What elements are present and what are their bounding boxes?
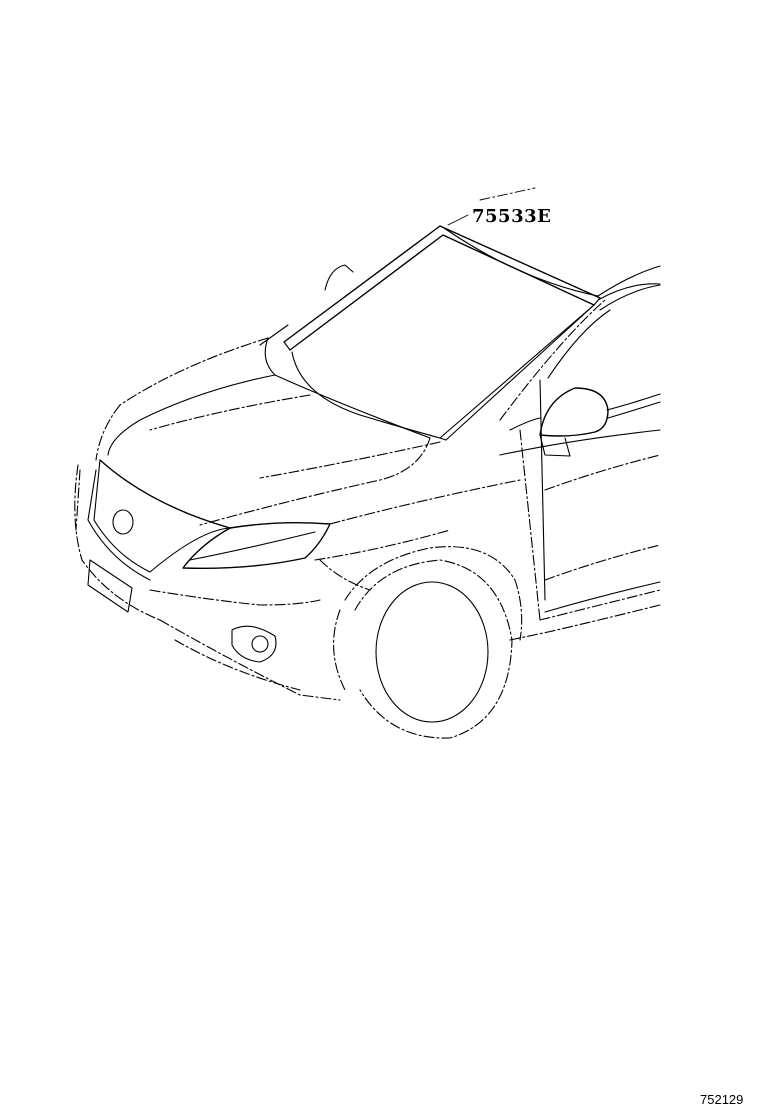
fog-light [231,625,277,663]
front-wheel [354,559,513,739]
rocker-panel [509,604,661,641]
leader-line [447,187,536,226]
hood [95,324,441,526]
wiper-pivot-shape [324,264,354,291]
front-fender [314,479,523,691]
roof-and-pillar [443,227,661,421]
side-window [547,284,661,379]
headlight [182,521,331,569]
front-door [499,379,661,621]
cowl [291,351,441,439]
part-number-label: 75533E [472,206,552,227]
windshield-moulding [283,225,601,441]
diagram-id-label: 752129 [700,1092,744,1107]
front-grille [75,459,231,581]
side-mirror [509,387,609,457]
front-bumper [74,464,341,701]
